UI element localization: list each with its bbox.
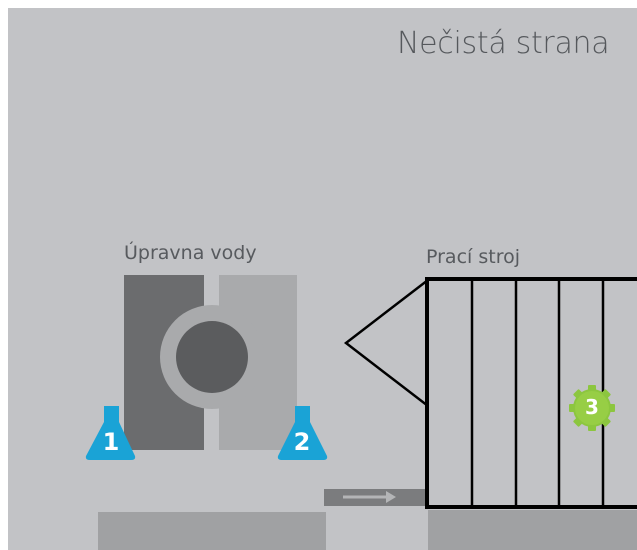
water-treatment-unit [124, 275, 297, 450]
washing-machine-cone [343, 277, 430, 409]
floor-slab-right [428, 510, 637, 550]
marker-number-2: 2 [293, 428, 311, 456]
arrow-right-icon [343, 491, 396, 503]
water-treatment-label: Úpravna vody [124, 242, 257, 264]
page-title: Nečistá strana [397, 26, 610, 61]
marker-number-1: 1 [102, 428, 120, 456]
washing-machine-label: Prací stroj [426, 246, 520, 268]
floor-slab-left [98, 512, 326, 550]
water-treatment-core [176, 321, 248, 393]
flask-icon [85, 406, 136, 460]
marker-number-3: 3 [585, 395, 599, 419]
flask-icon [277, 406, 328, 460]
gear-badge-icon [569, 385, 615, 431]
